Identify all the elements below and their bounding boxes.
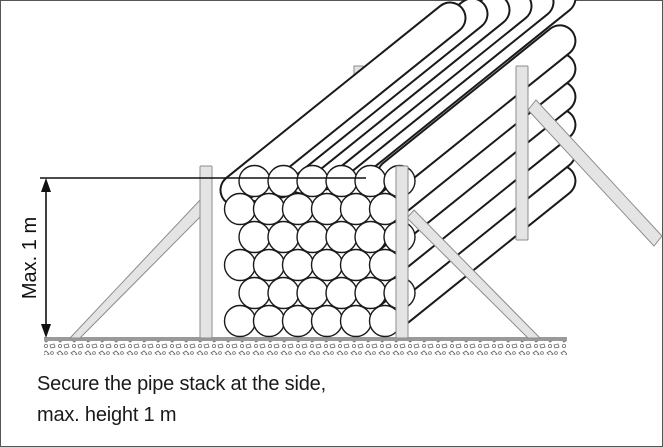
pipe-end (310, 192, 344, 226)
pipe-end (252, 304, 286, 338)
pipe-end (223, 192, 257, 226)
pipe-end (354, 164, 387, 198)
pipe-length (376, 164, 577, 332)
pipe-end (267, 164, 300, 198)
pipe-end (296, 220, 329, 254)
pipe-end (252, 192, 286, 226)
caption-line-1: Secure the pipe stack at the side, (37, 373, 326, 395)
pipe-end (325, 220, 358, 254)
pipe-end (296, 164, 329, 198)
pipe-length (219, 1, 467, 207)
ground (44, 337, 567, 355)
caption-line-2: max. height 1 m (37, 404, 177, 426)
pipe-end (252, 248, 286, 282)
front-support-left (68, 165, 213, 339)
pipe-end (281, 248, 315, 282)
pipe-bodies (219, 0, 577, 332)
pipe-end (310, 304, 344, 338)
pipe-end (267, 276, 300, 310)
pipe-length (376, 108, 577, 276)
pipe-end (223, 248, 257, 282)
pipe-length (376, 24, 577, 192)
pipe-end (310, 248, 344, 282)
dimension-label: Max. 1 m (19, 217, 41, 299)
pipe-length (376, 80, 577, 248)
left-post (199, 165, 213, 339)
pipe-end (339, 192, 373, 226)
right-strut (406, 209, 542, 339)
pipe-end (238, 220, 271, 254)
pipe-end (238, 276, 271, 310)
middle-post (515, 65, 529, 241)
left-strut (68, 199, 208, 339)
pipe-end (281, 304, 315, 338)
pipe-end (281, 192, 315, 226)
front-support-right (395, 165, 542, 339)
pipe-end (267, 220, 300, 254)
pipe-end (325, 276, 358, 310)
pipe-end (223, 304, 257, 338)
ground-gravel (44, 341, 567, 355)
pipe-end (339, 248, 373, 282)
pipe-end (354, 276, 387, 310)
middle-strut (527, 99, 663, 247)
dimension-arrow-top (41, 178, 51, 192)
pipe-length (376, 136, 577, 304)
pipe-end (296, 276, 329, 310)
dimension-arrow-bottom (41, 324, 51, 338)
ground-line (44, 337, 567, 341)
pipe-end (339, 304, 373, 338)
pipe-end (238, 164, 271, 198)
height-dimension: Max. 1 m (19, 177, 366, 338)
middle-support (515, 65, 663, 247)
pipe-end (354, 220, 387, 254)
pipe-length (376, 52, 577, 220)
pipe-end (325, 164, 358, 198)
right-post (395, 165, 409, 339)
